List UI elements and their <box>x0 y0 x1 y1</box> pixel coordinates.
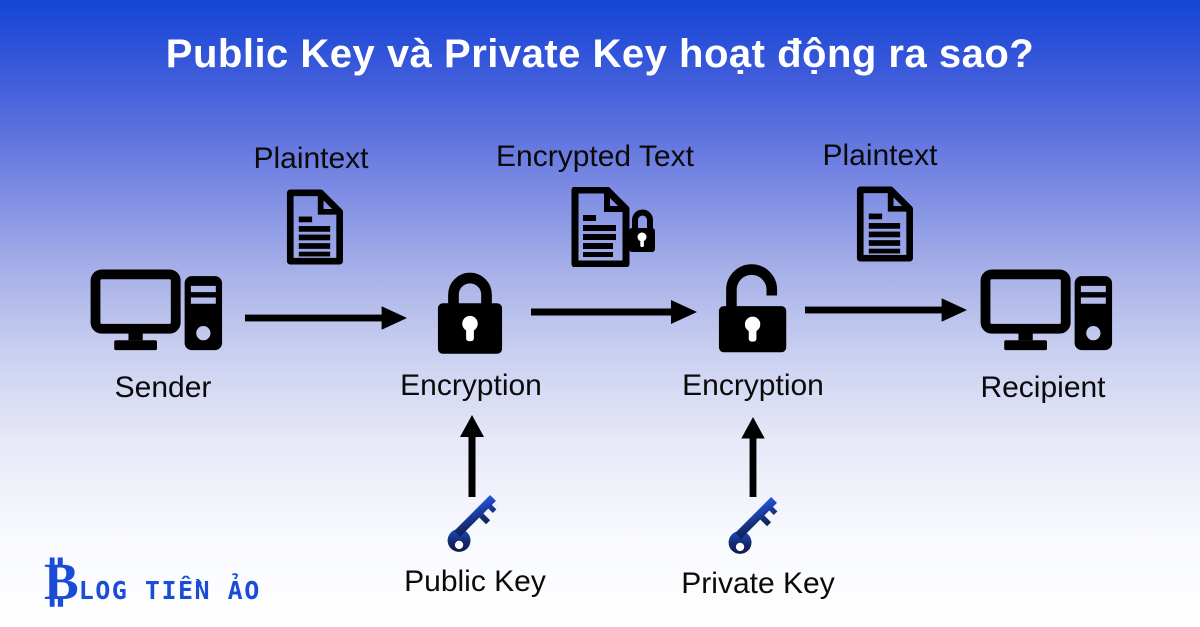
private-key-icon <box>718 488 790 560</box>
bitcoin-icon: ₿ <box>44 552 79 612</box>
arrow-up-icon-1 <box>459 415 485 497</box>
blog-tien-ao-logo: ₿LOG TIỀN ẢO <box>44 556 261 608</box>
label-public-key: Public Key <box>404 565 546 598</box>
label-encryption-2: Encryption <box>682 369 824 402</box>
arrow-right-icon-1 <box>245 305 407 331</box>
arrow-right-icon-3 <box>805 297 967 323</box>
logo-text: LOG TIỀN ẢO <box>78 576 261 605</box>
plaintext-document-icon-1 <box>283 189 345 265</box>
recipient-computer-icon <box>980 269 1114 351</box>
label-recipient: Recipient <box>980 371 1106 404</box>
label-private-key: Private Key <box>681 567 835 600</box>
label-encryption-1: Encryption <box>400 369 542 402</box>
label-sender: Sender <box>114 371 212 404</box>
label-encrypted-text: Encrypted Text <box>496 140 694 173</box>
sender-computer-icon <box>90 269 224 351</box>
encrypted-document-lock-icon <box>568 187 656 267</box>
arrow-right-icon-2 <box>526 299 702 325</box>
lock-open-icon <box>717 258 792 358</box>
label-plaintext-2: Plaintext <box>822 139 938 172</box>
plaintext-document-icon-2 <box>853 186 915 262</box>
page-title: Public Key và Private Key hoạt động ra s… <box>165 32 1035 76</box>
label-plaintext-1: Plaintext <box>253 142 369 175</box>
lock-closed-icon <box>436 270 504 356</box>
arrow-up-icon-2 <box>740 417 766 497</box>
